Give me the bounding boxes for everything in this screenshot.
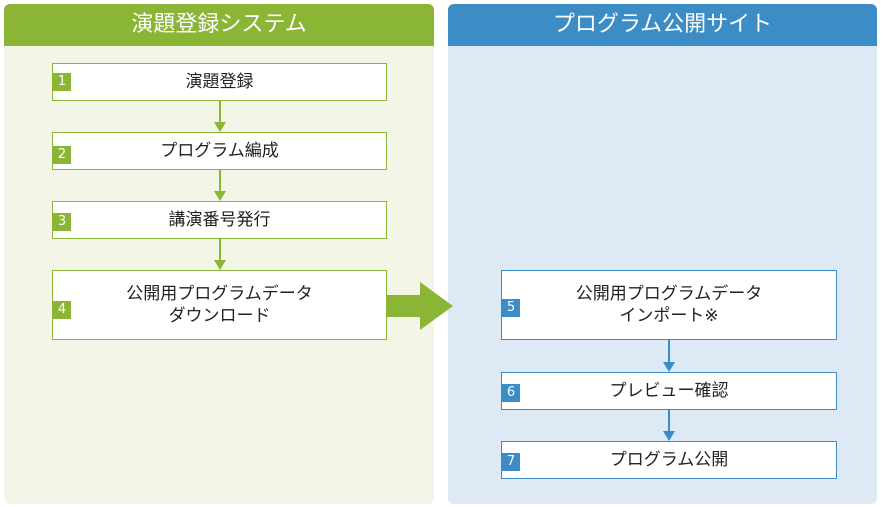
step-5-number: 5 (502, 299, 520, 317)
step-1-box: 1 演題登録 (52, 63, 387, 101)
step-7-label: プログラム公開 (609, 450, 729, 470)
step-6-box: 6 プレビュー確認 (501, 372, 837, 410)
step-5-box: 5 公開用プログラムデータ インポート※ (501, 270, 837, 340)
step-1-number: 1 (53, 73, 71, 91)
right-panel-title: プログラム公開サイト (448, 4, 877, 46)
step-6-number: 6 (502, 384, 520, 402)
step-1-label: 演題登録 (185, 72, 254, 92)
left-panel-title: 演題登録システム (4, 4, 434, 46)
step-2-box: 2 プログラム編成 (52, 132, 387, 170)
arrow-down-icon-1-2 (214, 101, 226, 132)
step-3-number: 3 (53, 213, 71, 231)
arrow-down-icon-5-6 (663, 340, 675, 372)
step-4-label: 公開用プログラムデータ ダウンロード (126, 284, 313, 326)
step-4-number: 4 (53, 301, 71, 319)
right-panel-site: プログラム公開サイト (448, 4, 877, 504)
step-2-number: 2 (53, 146, 71, 164)
step-3-box: 3 講演番号発行 (52, 201, 387, 239)
step-4-box: 4 公開用プログラムデータ ダウンロード (52, 270, 387, 340)
step-3-label: 講演番号発行 (168, 210, 271, 230)
arrow-down-icon-3-4 (214, 239, 226, 270)
step-6-label: プレビュー確認 (609, 381, 729, 401)
step-2-label: プログラム編成 (160, 141, 279, 161)
step-5-label: 公開用プログラムデータ インポート※ (575, 284, 763, 326)
arrow-right-icon-transfer (387, 282, 453, 330)
arrow-down-icon-2-3 (214, 170, 226, 201)
step-7-number: 7 (502, 453, 520, 471)
step-7-box: 7 プログラム公開 (501, 441, 837, 479)
arrow-down-icon-6-7 (663, 410, 675, 441)
